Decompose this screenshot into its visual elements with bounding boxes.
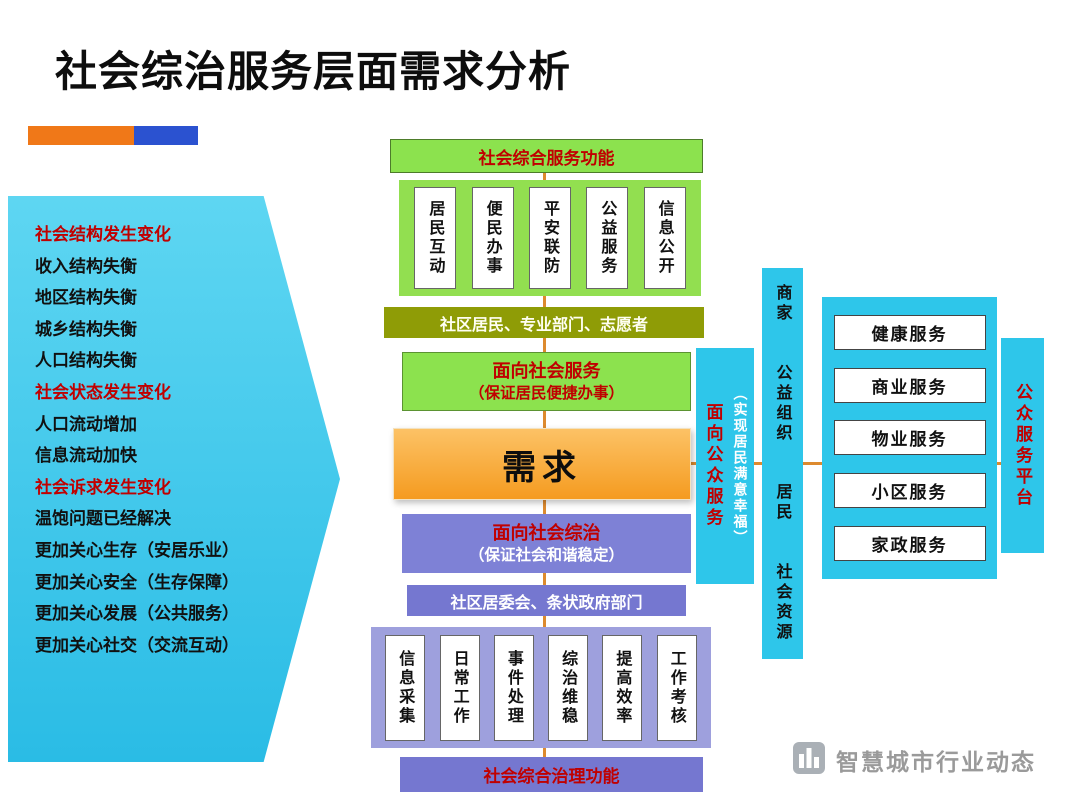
demand-factors-list: 社会结构发生变化 收入结构失衡 地区结构失衡 城乡结构失衡 人口结构失衡 社会状… (35, 220, 239, 662)
title-accent-bar-blue (134, 126, 198, 145)
society-service-box: 面向社会服务 （保证居民便捷办事） (402, 352, 691, 411)
list-item: 更加关心安全（生存保障） (35, 572, 239, 593)
resource-item: 社会资源 (773, 562, 793, 643)
governance-title: 面向社会综治 (492, 522, 601, 544)
service-item: 物业服务 (833, 420, 986, 456)
list-item: 社会结构发生变化 (35, 225, 171, 245)
list-item: 人口结构失衡 (35, 351, 137, 372)
service-function-item: 信息公开 (643, 187, 686, 289)
resource-item: 公益组织 (773, 363, 793, 444)
service-item: 小区服务 (833, 473, 986, 509)
list-item: 更加关心生存（安居乐业） (35, 540, 239, 561)
governance-function-item: 工作考核 (656, 634, 697, 741)
governance-subtitle: （保证社会和谐稳定） (468, 546, 624, 565)
resource-item: 商家 (773, 284, 793, 324)
resource-item: 居民 (773, 483, 793, 524)
governance-functions-panel: 信息采集 日常工作 事件处理 综治维稳 提高效率 工作考核 (371, 627, 711, 748)
governance-function-item: 日常工作 (439, 634, 480, 741)
service-function-item: 公益服务 (586, 187, 629, 289)
service-item: 商业服务 (833, 367, 986, 403)
service-function-item: 居民互动 (414, 187, 457, 289)
list-item: 信息流动加快 (35, 446, 137, 467)
public-services-panel: 健康服务 商业服务 物业服务 小区服务 家政服务 (822, 297, 997, 579)
list-item: 城乡结构失衡 (35, 319, 137, 340)
governance-function-item: 综治维稳 (548, 634, 589, 741)
watermark-text: 智慧城市行业动态 (836, 750, 1036, 776)
top-banner-service-functions: 社会综合服务功能 (390, 139, 703, 173)
watermark: 智慧城市行业动态 (791, 740, 1036, 780)
demand-factors-arrow: 社会结构发生变化 收入结构失衡 地区结构失衡 城乡结构失衡 人口结构失衡 社会状… (8, 196, 340, 762)
governance-box: 面向社会综治 （保证社会和谐稳定） (402, 514, 691, 573)
list-item: 社会诉求发生变化 (35, 477, 171, 498)
governance-function-item: 事件处理 (493, 634, 534, 741)
list-item: 更加关心发展（公共服务） (35, 604, 239, 625)
service-item: 家政服务 (833, 526, 986, 562)
public-service-subtitle: （实现居民满意幸福） (731, 386, 748, 546)
society-service-subtitle: （保证居民便捷办事） (468, 384, 624, 403)
governance-function-item: 信息采集 (385, 634, 426, 741)
list-item: 温饱问题已经解决 (35, 509, 171, 530)
title-accent-bar-orange (28, 126, 134, 145)
public-service-title: 面向公众服务 (702, 403, 723, 529)
resources-column: 商家 公益组织 居民 社会资源 (762, 268, 803, 659)
demand-box: 需求 (393, 428, 691, 500)
governance-actors-bar: 社区居委会、条状政府部门 (407, 585, 686, 616)
list-item: 更加关心社交（交流互动） (35, 635, 239, 656)
society-service-title: 面向社会服务 (492, 360, 601, 382)
list-item: 收入结构失衡 (35, 256, 137, 277)
service-actors-bar: 社区居民、专业部门、志愿者 (384, 307, 704, 338)
service-function-item: 便民办事 (471, 187, 514, 289)
public-service-box: 面向公众服务 （实现居民满意幸福） (696, 348, 754, 584)
service-function-item: 平安联防 (528, 187, 571, 289)
governance-function-item: 提高效率 (602, 634, 643, 741)
page-title: 社会综治服务层面需求分析 (55, 47, 572, 96)
bottom-banner-governance-functions: 社会综合治理功能 (400, 757, 703, 792)
right-horizontal-connector-line (620, 462, 1010, 465)
service-item: 健康服务 (833, 314, 986, 350)
platform-label: 公众服务平台 (1012, 382, 1032, 509)
list-item: 地区结构失衡 (35, 288, 137, 309)
list-item: 人口流动增加 (35, 414, 137, 435)
list-item: 社会状态发生变化 (35, 382, 171, 403)
platform-box: 公众服务平台 (1001, 338, 1044, 553)
service-functions-panel: 居民互动 便民办事 平安联防 公益服务 信息公开 (399, 180, 701, 296)
city-logo-icon (791, 740, 827, 780)
